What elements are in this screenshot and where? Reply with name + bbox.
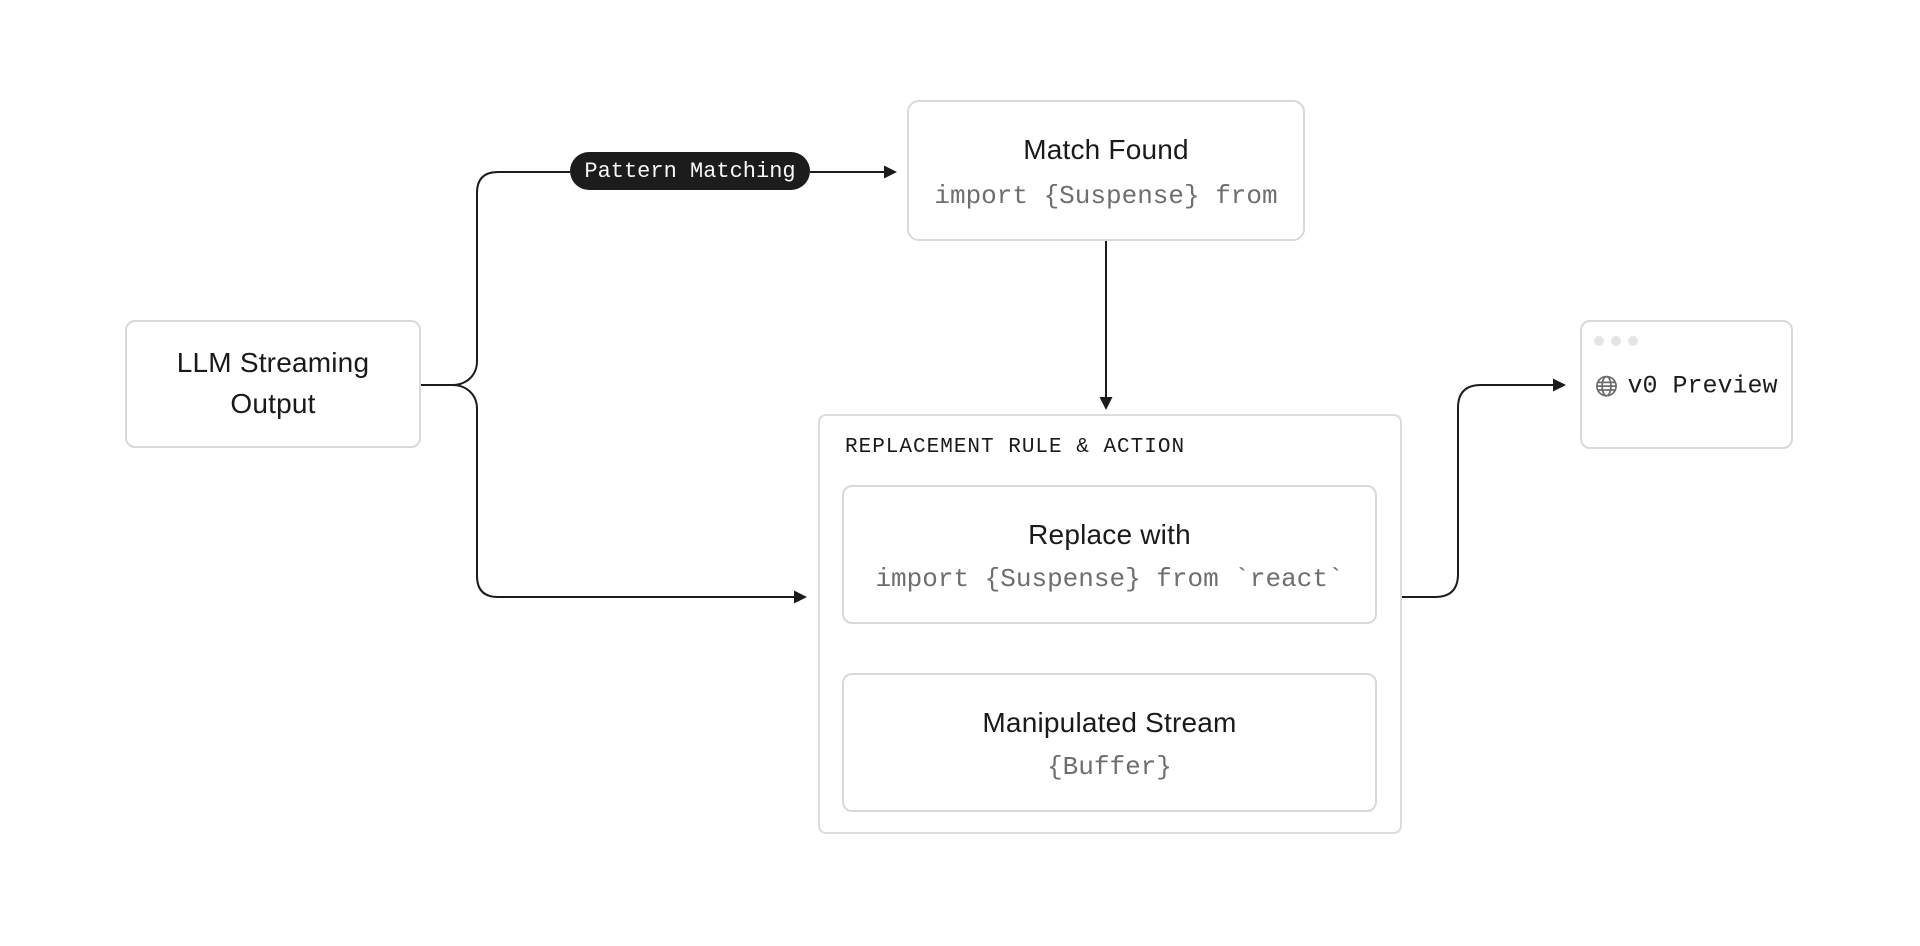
manipulated-stream-node: Manipulated Stream {Buffer} — [842, 673, 1377, 812]
arrow-match-to-rule-arrowhead — [1099, 397, 1113, 410]
window-dot — [1594, 336, 1604, 346]
replace-with-node: Replace with import {Suspense} from `rea… — [842, 485, 1377, 624]
window-dot — [1611, 336, 1621, 346]
preview-label: v0 Preview — [1627, 371, 1778, 401]
replacement-rule-group: REPLACEMENT RULE & ACTION Replace with i… — [818, 414, 1402, 834]
node-code: {Buffer} — [1047, 751, 1172, 782]
window-dots — [1594, 336, 1638, 346]
node-code: import {Suspense} from `react` — [875, 563, 1344, 594]
connector-fork-to-pill — [451, 171, 570, 386]
llm-streaming-output-node: LLM Streaming Output — [125, 320, 421, 448]
connector-rule-to-preview — [1400, 384, 1553, 598]
globe-icon — [1596, 375, 1618, 397]
node-title: Manipulated Stream — [982, 707, 1237, 739]
arrow-pill-to-match-arrowhead — [884, 165, 897, 179]
connector-fork-to-rule-arrowhead — [794, 590, 807, 604]
group-label: REPLACEMENT RULE & ACTION — [845, 436, 1186, 459]
connector-rule-to-preview-arrowhead — [1553, 378, 1566, 392]
node-code: import {Suspense} from — [934, 180, 1278, 211]
v0-preview-node: v0 Preview — [1580, 320, 1793, 449]
window-dot — [1628, 336, 1638, 346]
node-title: Match Found — [1023, 134, 1189, 166]
connector-fork-to-rule — [451, 384, 794, 598]
node-title: Replace with — [1028, 519, 1191, 551]
match-found-node: Match Found import {Suspense} from — [907, 100, 1305, 241]
preview-content: v0 Preview — [1582, 371, 1791, 400]
pill-label: Pattern Matching — [584, 158, 796, 184]
pattern-matching-pill: Pattern Matching — [570, 152, 810, 190]
node-title: LLM Streaming Output — [176, 347, 370, 419]
